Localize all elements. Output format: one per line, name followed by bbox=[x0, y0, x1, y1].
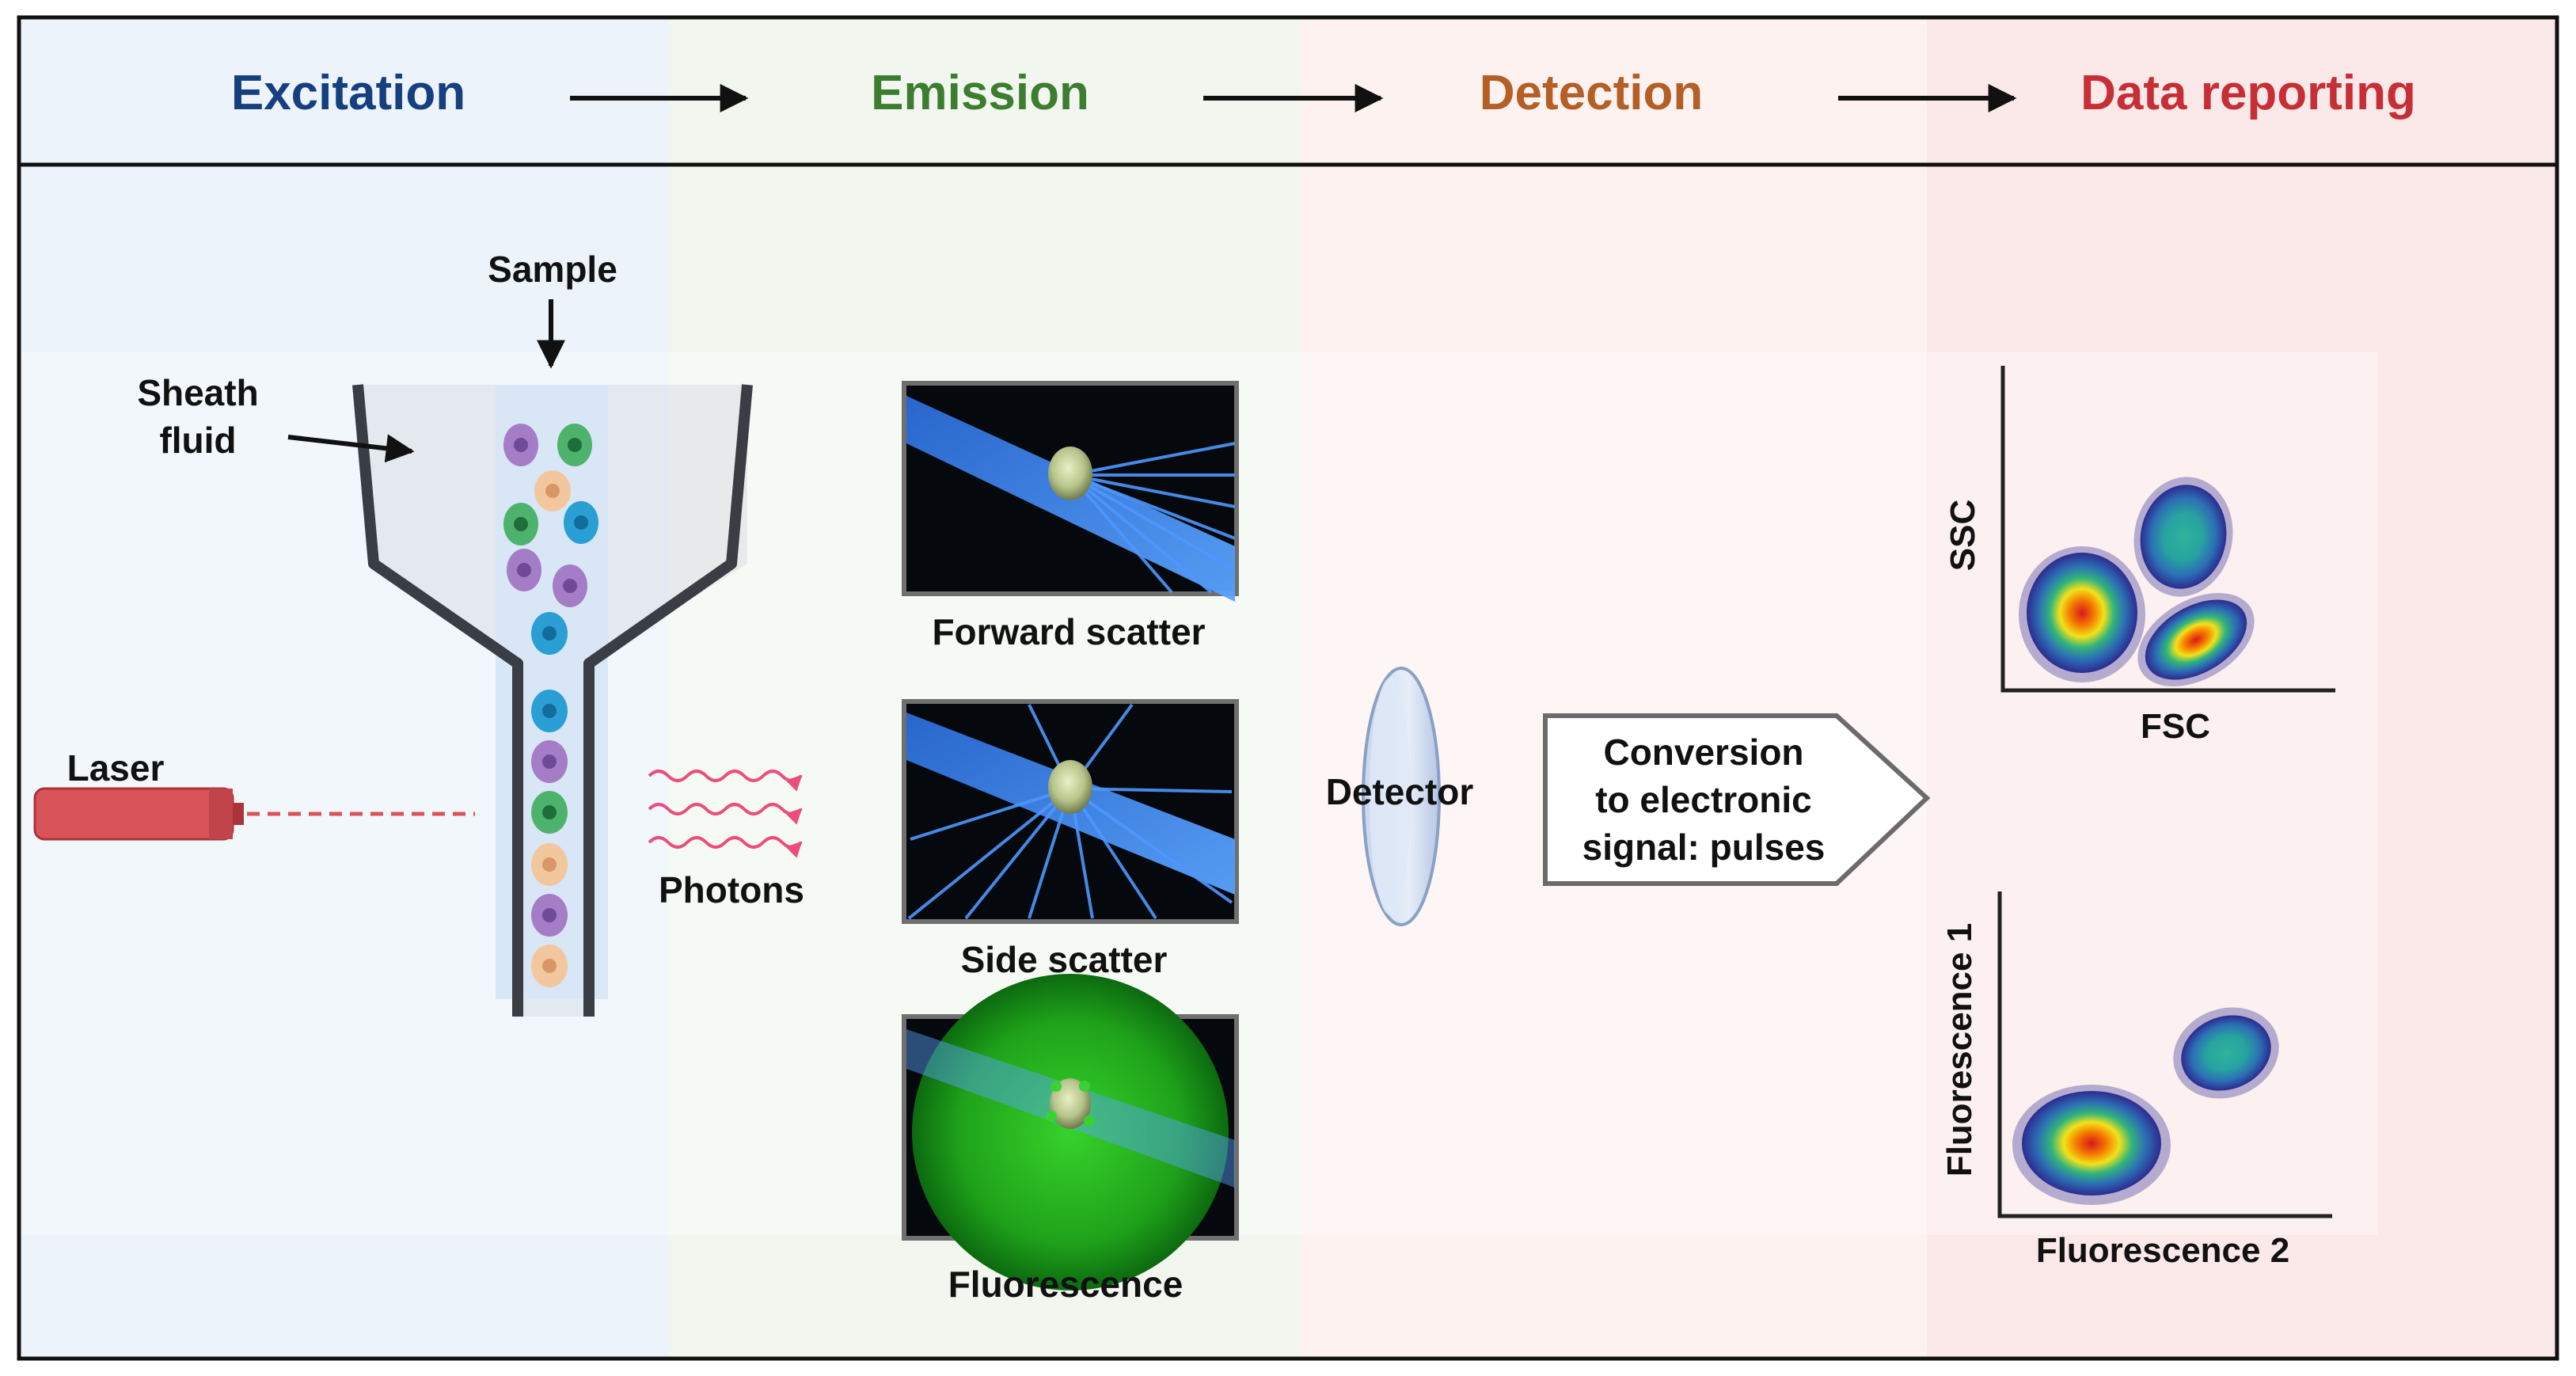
side-scatter-caption: Side scatter bbox=[961, 939, 1168, 980]
conversion-arrow-box bbox=[1543, 713, 1931, 886]
cell-icon bbox=[1048, 760, 1092, 814]
cell bbox=[557, 424, 592, 466]
cell bbox=[531, 612, 568, 655]
laser-icon bbox=[33, 787, 244, 841]
detector-lens-icon bbox=[1362, 667, 1441, 926]
forward-scatter-panel bbox=[902, 381, 1239, 602]
plot1-xlabel: FSC bbox=[2141, 707, 2210, 746]
plot2-xlabel: Fluorescence 2 bbox=[2036, 1231, 2289, 1270]
outer-frame bbox=[17, 15, 2559, 1361]
cell bbox=[553, 564, 587, 607]
sheath-label-line2: fluid bbox=[159, 420, 236, 461]
plot1-population bbox=[2133, 477, 2233, 597]
cell bbox=[534, 470, 571, 511]
sample-label: Sample bbox=[488, 249, 617, 290]
cell-icon bbox=[1050, 1078, 1091, 1129]
plot2-population bbox=[2012, 1085, 2171, 1205]
cell bbox=[507, 549, 541, 591]
plot1-axes bbox=[2000, 366, 2335, 693]
plot1-population bbox=[2019, 546, 2145, 682]
cell-icon bbox=[1048, 447, 1092, 500]
cell bbox=[531, 690, 568, 732]
sheath-label-line1: Sheath bbox=[137, 372, 258, 413]
conversion-line3: signal: pulses bbox=[1582, 827, 1826, 868]
cell bbox=[531, 843, 568, 886]
scatter-plot-fluorescence bbox=[1997, 891, 2332, 1218]
stage-data-reporting: Data reporting bbox=[2080, 66, 2416, 120]
cell bbox=[531, 740, 568, 783]
plot1-population bbox=[2137, 593, 2255, 686]
plot1-ylabel: SSC bbox=[1943, 500, 1982, 571]
flow-cell-right-wall bbox=[583, 384, 753, 1017]
cell bbox=[503, 424, 538, 466]
cell bbox=[531, 945, 568, 987]
fluorescence-caption: Fluorescence bbox=[948, 1264, 1184, 1305]
plot2-population bbox=[2173, 1007, 2279, 1099]
cell bbox=[564, 501, 598, 544]
stage-detection: Detection bbox=[1480, 66, 1703, 120]
stage-excitation: Excitation bbox=[231, 66, 465, 120]
conversion-line2: to electronic bbox=[1595, 779, 1812, 820]
cells bbox=[503, 424, 598, 987]
conversion-line1: Conversion bbox=[1603, 732, 1803, 773]
laser-label: Laser bbox=[67, 747, 165, 789]
detector-label: Detector bbox=[1326, 771, 1474, 812]
plot2-ylabel: Fluorescence 1 bbox=[1940, 923, 1979, 1176]
side-scatter-panel bbox=[902, 699, 1239, 924]
forward-scatter-caption: Forward scatter bbox=[932, 611, 1205, 652]
photon-waves bbox=[648, 770, 803, 858]
photons-label: Photons bbox=[659, 869, 804, 910]
fluorescence-panel bbox=[902, 974, 1239, 1290]
cell bbox=[531, 791, 568, 834]
scatter-plot-fsc-ssc bbox=[2000, 366, 2335, 693]
sheath-arrow bbox=[287, 434, 415, 463]
cell bbox=[531, 894, 568, 937]
plot2-axes bbox=[1997, 891, 2332, 1218]
cell bbox=[503, 503, 538, 545]
stage-emission: Emission bbox=[871, 66, 1089, 120]
flow-cell-left-wall bbox=[352, 384, 523, 1017]
